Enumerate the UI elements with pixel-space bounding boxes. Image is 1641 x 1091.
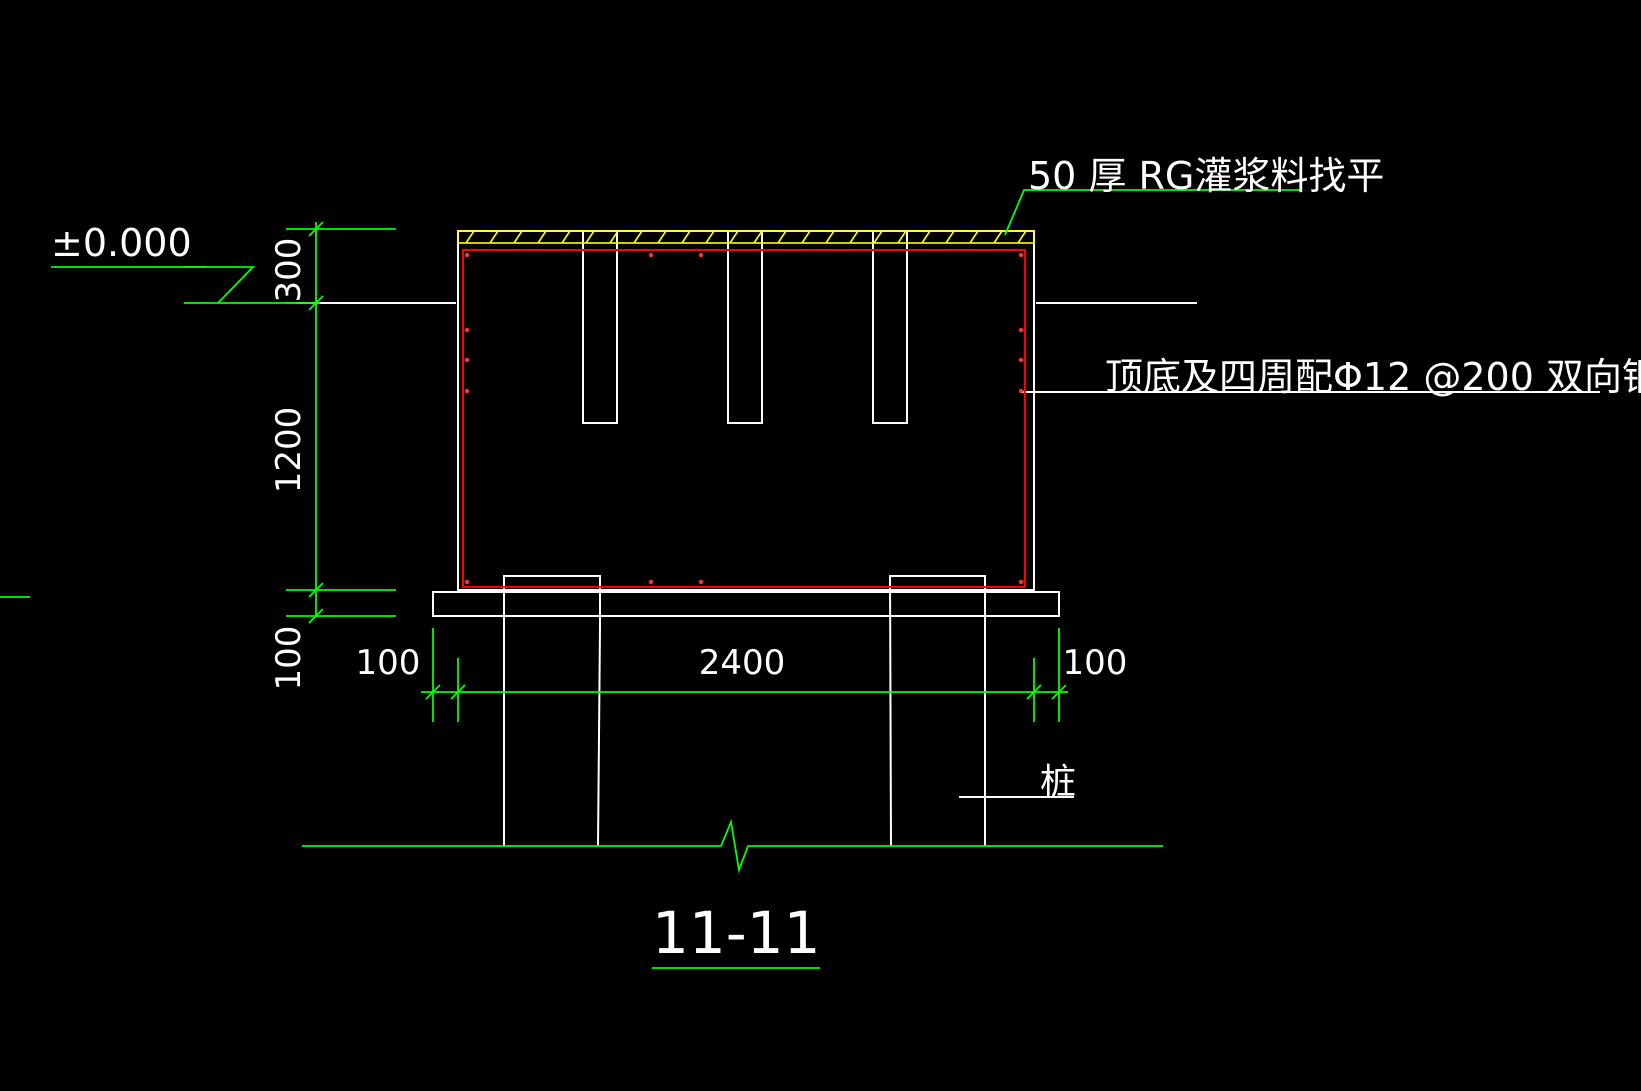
pile-right [888,575,986,847]
anchor-pocket-3 [872,231,908,424]
dim-right-offset: 100 [1063,643,1128,683]
elevation-triangle [184,266,256,304]
grout-layer [457,230,1035,244]
dim-top-height: 300 [269,238,309,303]
block-outline [457,230,1035,591]
grout-layer-outline [457,230,1035,244]
anchor-pocket-1 [582,231,618,424]
rebar-mesh [462,249,1026,588]
dim-width: 2400 [699,643,786,683]
grout-leader [1004,189,1302,236]
cushion-layer [432,591,1060,617]
rebar-dots [464,252,1024,585]
rebar-cage [462,249,1026,588]
grout-hatch [465,230,1027,244]
vertical-dim-ticks [308,221,324,624]
pile-left [503,575,601,847]
dim-bottom-height: 100 [269,626,309,691]
dim-left-offset: 100 [356,643,421,683]
grout-note: 50 厚 RG灌浆料找平 [1028,154,1384,198]
dimension-lines [0,189,1302,969]
elevation-label: ±0.000 [51,221,192,265]
rebar-note: 顶底及四周配Φ12 @200 双向钢筋网 [1105,355,1641,399]
dim-mid-height: 1200 [269,407,309,494]
section-title: 11-11 [652,899,821,967]
horizontal-dim-ticks [425,684,1067,700]
anchor-pocket-2 [727,231,763,424]
break-line [302,818,1163,874]
concrete-block [296,230,1600,847]
pile-label: 桩 [1040,762,1076,803]
